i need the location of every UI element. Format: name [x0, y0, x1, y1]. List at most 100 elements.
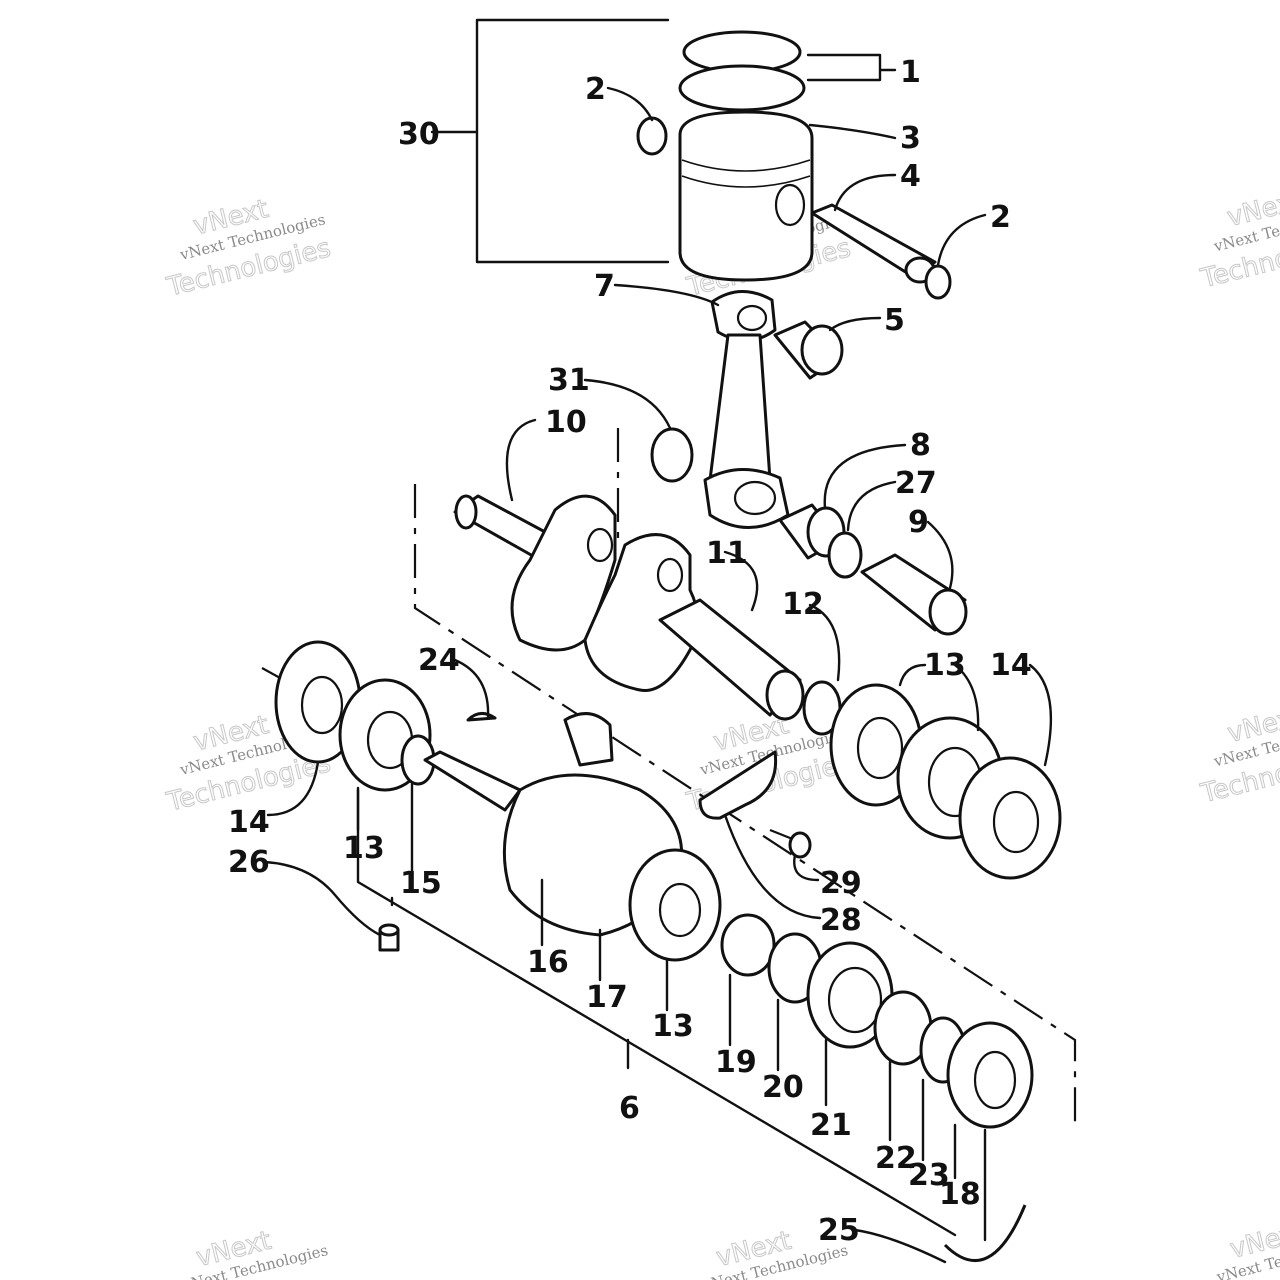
leader-31 [583, 378, 672, 430]
callout-8: 8 [910, 428, 931, 463]
leader-13a2 [953, 663, 980, 732]
leader-4 [833, 173, 897, 212]
watermark-bottom-right: vNext vNext Technologies [1214, 1217, 1280, 1280]
circlip-left [636, 116, 668, 156]
assembly-brackets [261, 18, 1077, 1237]
callout-29: 29 [820, 866, 862, 901]
callout-4: 4 [900, 159, 921, 194]
bearing-inner [827, 966, 883, 1034]
leader-14b [1028, 663, 1053, 767]
leader-28 [723, 813, 822, 920]
rod-big-end-bore [733, 480, 777, 516]
callout-labels: 1 2 2 3 4 5 6 7 8 9 10 11 12 13 13 13 14… [228, 55, 1032, 1248]
thrust-washer-27 [827, 531, 863, 579]
callout-12: 12 [782, 587, 824, 622]
crankshaft-half-11 [583, 533, 805, 721]
shaft-taper [423, 750, 522, 812]
leader-9 [926, 520, 954, 590]
seal-inner [300, 675, 344, 735]
wrist-pin-body [810, 203, 937, 280]
callout-2: 2 [990, 200, 1011, 235]
crank-web-bore [656, 557, 684, 593]
leader-8 [823, 443, 907, 510]
screw-29 [769, 828, 812, 859]
callout-13: 13 [343, 831, 385, 866]
leader-12 [808, 603, 841, 682]
callout-15: 15 [400, 866, 442, 901]
leader-5 [828, 316, 882, 332]
callout-24: 24 [418, 643, 460, 678]
callout-26: 26 [228, 845, 270, 880]
bearing-inner [658, 882, 702, 938]
dowel-top [378, 923, 400, 937]
callout-11: 11 [706, 536, 748, 571]
callout-13: 13 [924, 648, 966, 683]
rod-beam [708, 333, 772, 482]
callout-27: 27 [895, 466, 937, 501]
dowel-pin-26 [378, 923, 400, 952]
woodruff-key-24 [466, 712, 497, 722]
bearing-inner [973, 1050, 1017, 1110]
screw-head [788, 831, 812, 859]
leader-2a [606, 86, 654, 122]
rod-small-end-bore [736, 304, 768, 332]
leader-27 [846, 480, 897, 532]
leader-2b [936, 213, 987, 267]
leader-3 [808, 123, 897, 140]
leader-13a [898, 663, 927, 687]
callout-14: 14 [228, 805, 270, 840]
callout-2: 2 [585, 72, 606, 107]
piston-groove [681, 159, 811, 172]
spacer-19 [720, 913, 776, 977]
crankshaft-assembly-6 [423, 712, 722, 962]
watermark-mid-right: vNext vNext Technologies Technologies [1197, 701, 1280, 810]
callout-20: 20 [762, 1070, 804, 1105]
callout-19: 19 [715, 1045, 757, 1080]
bearing-inner [992, 790, 1040, 854]
bracket-30-piston-kit [430, 18, 670, 264]
centerline-top-crank [413, 484, 1077, 1125]
callout-16: 16 [527, 945, 569, 980]
callout-30: 30 [398, 117, 440, 152]
callout-18: 18 [939, 1177, 981, 1212]
piston-body [678, 110, 814, 282]
callout-3: 3 [900, 121, 921, 156]
watermark-top-right: vNext vNext Technologies Technologies [1197, 185, 1280, 295]
callout-10: 10 [545, 405, 587, 440]
watermark-bottom-left: vNext vNext Technologies [180, 1225, 330, 1280]
callout-1: 1 [900, 55, 921, 90]
crank-pin-end [928, 588, 968, 636]
bearing-face [800, 324, 844, 376]
piston-groove [681, 175, 811, 188]
piston-assembly [678, 30, 814, 282]
watermark-top-left: vNext vNext Technologies Technologies [163, 194, 334, 304]
wrist-pin-boss [774, 183, 806, 227]
callout-21: 21 [810, 1108, 852, 1143]
callout-25: 25 [818, 1213, 860, 1248]
needle-bearing-small-end [773, 320, 844, 380]
leader-1 [806, 53, 897, 82]
callout-14: 14 [990, 648, 1032, 683]
callout-28: 28 [820, 903, 862, 938]
callout-7: 7 [594, 269, 615, 304]
shaft-end [454, 494, 478, 530]
leader-7 [613, 283, 720, 307]
thrust-washer-31 [650, 427, 694, 483]
callout-5: 5 [884, 303, 905, 338]
connecting-rod [703, 290, 790, 529]
circlip-right [924, 264, 952, 300]
bearing-inner [856, 716, 904, 780]
leader-24 [453, 658, 490, 720]
crank-web-bore [586, 527, 614, 563]
callout-6: 6 [619, 1091, 640, 1126]
assembled-rod [563, 712, 614, 767]
piston-ring-lower [678, 64, 806, 112]
callout-9: 9 [908, 505, 929, 540]
retainer-plate-28 [698, 750, 778, 820]
callout-31: 31 [548, 363, 590, 398]
leader-29 [793, 853, 820, 882]
leader-14a [266, 760, 320, 817]
leader-lines [263, 53, 1053, 1264]
